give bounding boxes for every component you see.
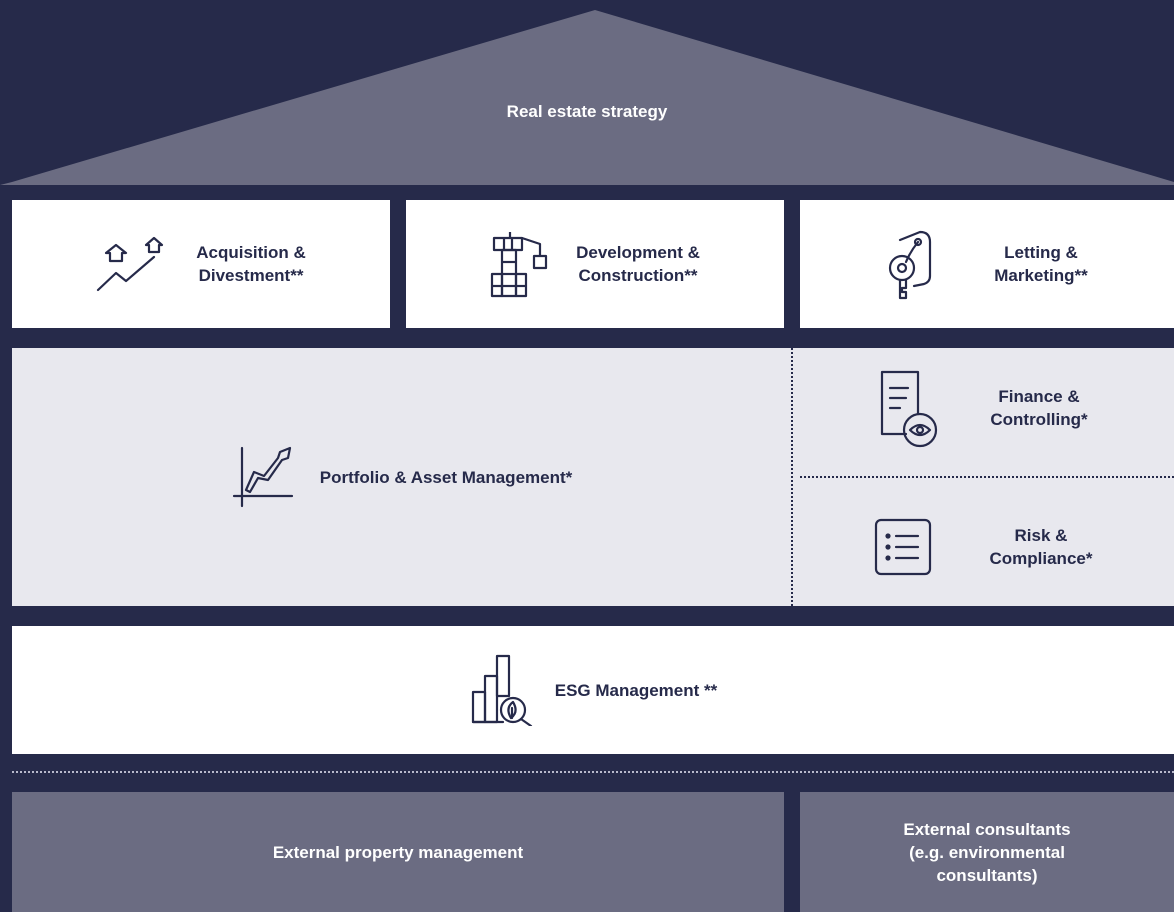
finance-controlling-cell: Finance & Controlling* [792,348,1174,468]
letting-marketing-box: Letting & Marketing** [800,200,1174,328]
document-eye-icon [878,368,940,448]
portfolio-asset-management-box: Portfolio & Asset Management* [12,348,792,606]
risk-compliance-cell: Risk & Compliance* [792,488,1174,606]
checklist-icon [874,518,932,576]
external-consultants-label: External consultants (e.g. environmental… [903,819,1071,885]
external-property-management-label: External property management [272,842,524,862]
rising-houses-icon [96,235,170,293]
finance-controlling-label: Finance & Controlling* [990,387,1088,429]
esg-management-label: ESG Management ** [554,680,718,700]
real-estate-strategy-label: Real estate strategy [506,102,668,121]
portfolio-asset-management-label: Portfolio & Asset Management* [319,467,573,487]
external-divider-dotted [12,771,1174,773]
esg-management-box: ESG Management ** [12,626,1174,754]
risk-compliance-label: Risk & Compliance* [989,526,1093,568]
finance-divider-vertical [791,348,793,606]
finance-risk-divider [800,476,1174,478]
key-tag-icon [886,228,936,300]
crane-icon [490,230,550,298]
external-consultants-box: External consultants (e.g. environmental… [800,792,1174,912]
roof-triangle [0,10,1174,185]
esg-chart-leaf-icon [469,654,541,726]
letting-marketing-label: Letting & Marketing** [994,243,1088,285]
external-property-management-box: External property management [12,792,784,912]
growth-chart-icon [232,446,294,508]
acquisition-divestment-box: Acquisition & Divestment** [12,200,390,328]
development-construction-box: Development & Construction** [406,200,784,328]
development-construction-label: Development & Construction** [576,243,700,285]
acquisition-divestment-label: Acquisition & Divestment** [196,243,306,285]
